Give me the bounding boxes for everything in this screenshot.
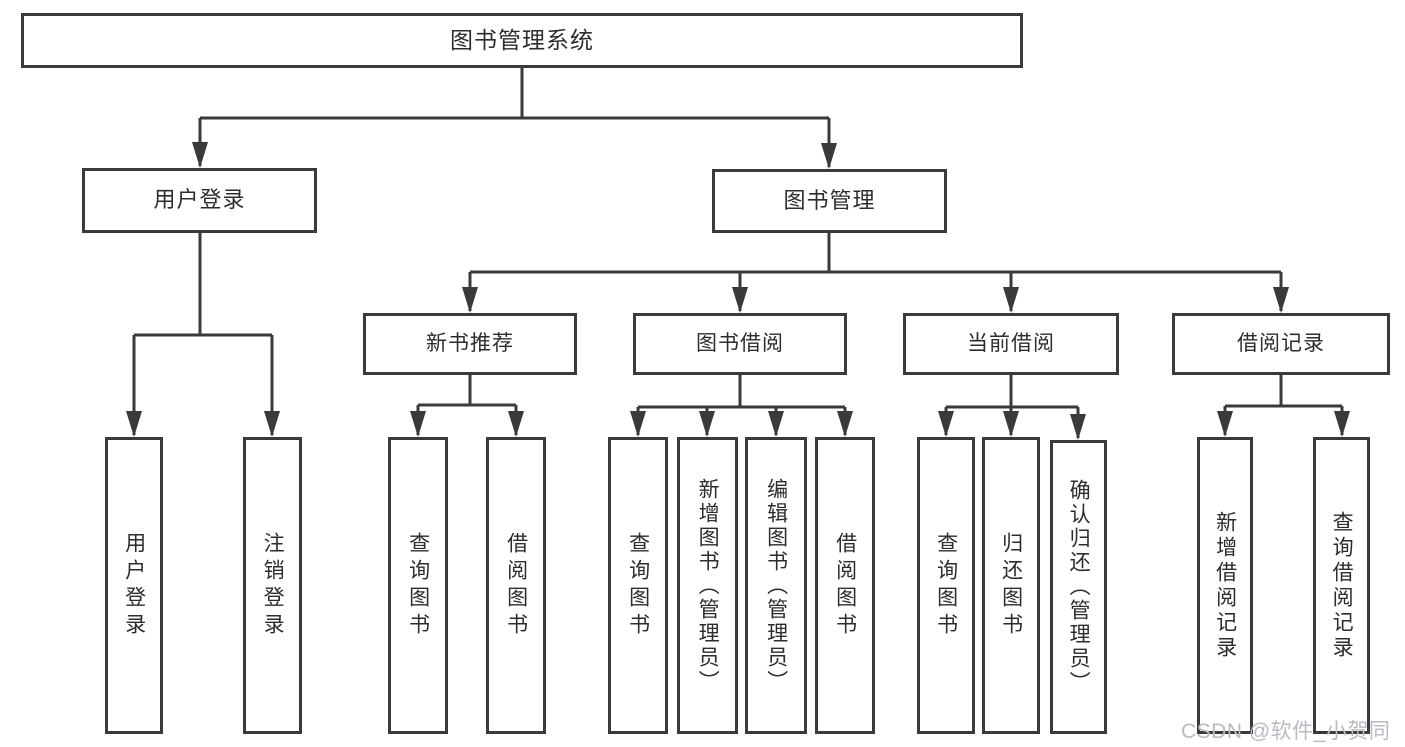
leaf-add-book-admin: 新增图书（管理员） — [677, 437, 738, 734]
node-root-system: 图书管理系统 — [21, 13, 1023, 68]
connector-paths — [132, 68, 1344, 438]
leaf-query-book-recommend: 查询图书 — [388, 437, 448, 734]
leaf-add-borrow-record: 新增借阅记录 — [1197, 437, 1253, 734]
node-borrow-records: 借阅记录 — [1172, 313, 1390, 375]
node-book-borrow: 图书借阅 — [633, 313, 847, 375]
leaf-query-book-borrow: 查询图书 — [608, 437, 668, 734]
leaf-confirm-return-admin: 确认归还（管理员） — [1050, 440, 1107, 734]
node-current-borrow: 当前借阅 — [903, 313, 1119, 375]
leaf-logout: 注销登录 — [243, 437, 302, 734]
leaf-edit-book-admin: 编辑图书（管理员） — [745, 437, 807, 734]
node-new-book-recommend: 新书推荐 — [363, 313, 577, 375]
leaf-return-book: 归还图书 — [982, 437, 1040, 734]
leaf-query-borrow-record: 查询借阅记录 — [1313, 437, 1370, 734]
leaf-borrow-book-recommend: 借阅图书 — [486, 437, 546, 734]
node-user-login: 用户登录 — [82, 168, 317, 233]
node-book-management: 图书管理 — [712, 169, 947, 233]
csdn-watermark: CSDN @软件_小贺同学 — [1181, 720, 1391, 743]
leaf-query-book-current: 查询图书 — [917, 437, 975, 734]
leaf-borrow-book: 借阅图书 — [815, 437, 875, 734]
leaf-user-login: 用户登录 — [105, 437, 163, 734]
